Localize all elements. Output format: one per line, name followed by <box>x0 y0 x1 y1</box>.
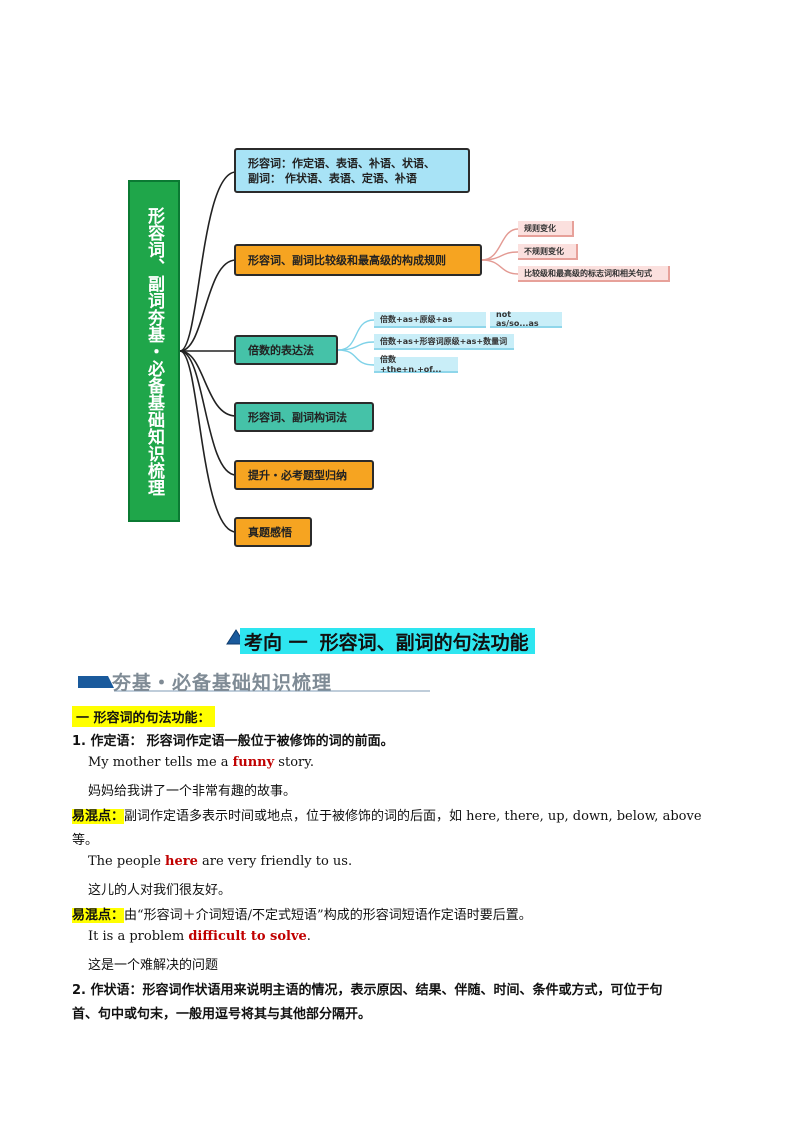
para-adverbial-line1: 2. 作状语：形容词作状语用来说明主语的情况，表示原因、结果、伴随、时间、条件或… <box>72 983 663 998</box>
example-2-translation: 这儿的人对我们很友好。 <box>88 883 232 898</box>
leaf-irregular: 不规则变化 <box>518 244 578 260</box>
node-syntax-line2: 副词： 作状语、表语、定语、补语 <box>248 171 417 185</box>
mindmap-node-syntax: 形容词：作定语、表语、补语、状语、 副词： 作状语、表语、定语、补语 <box>234 148 470 193</box>
section-title: 考向 一 形容词、副词的句法功能 <box>240 628 535 654</box>
leaf-multiple-as-quantity: 倍数+as+形容词原级+as+数量词 <box>374 334 514 350</box>
note-2-text: 由“形容词＋介词短语/不定式短语”构成的形容词短语作定语时要后置。 <box>124 908 532 923</box>
mindmap-node-comparison: 形容词、副词比较级和最高级的构成规则 <box>234 244 482 276</box>
para-attributive: 1. 作定语： 形容词作定语一般位于被修饰的词的前面。 <box>72 730 394 749</box>
note-1-cont: 等。 <box>72 833 99 848</box>
example-2-pre: The people <box>88 854 166 869</box>
example-2-post: are very friendly to us. <box>197 854 353 869</box>
mindmap-node-real-questions: 真题感悟 <box>234 517 312 547</box>
leaf-multiple-as-as: 倍数+as+原级+as <box>374 312 486 328</box>
note-2: 易混点：由“形容词＋介词短语/不定式短语”构成的形容词短语作定语时要后置。 <box>72 904 532 923</box>
example-3-translation: 这是一个难解决的问题 <box>88 958 219 973</box>
note-1: 易混点：副词作定语多表示时间或地点，位于被修饰的词的后面，如 here, the… <box>72 805 702 824</box>
example-2-key: here <box>165 854 198 869</box>
leaf-regular: 规则变化 <box>518 221 574 237</box>
note-1-label: 易混点： <box>72 809 125 824</box>
section-title-prefix: 考向 一 <box>244 631 308 654</box>
note-1-text: 副词作定语多表示时间或地点，位于被修饰的词的后面，如 here, there, … <box>124 809 702 824</box>
mindmap-connectors <box>179 171 519 533</box>
para-attributive-head: 1. 作定语： <box>72 734 143 749</box>
mindmap-node-word-formation: 形容词、副词构词法 <box>234 402 374 432</box>
example-1-key: funny <box>232 755 275 770</box>
subtitle-text: 夯基・必备基础知识梳理 <box>112 672 333 694</box>
example-1-post: story. <box>274 755 314 770</box>
example-1-translation: 妈妈给我讲了一个非常有趣的故事。 <box>88 784 297 799</box>
mindmap-node-multiples: 倍数的表达法 <box>234 335 338 365</box>
para-adverbial-line2: 首、句中或句末，一般用逗号将其与其他部分隔开。 <box>72 1007 372 1022</box>
leaf-multiple-the-of: 倍数+the+n.+of... <box>374 355 458 374</box>
example-3-key: difficult to solve <box>188 929 307 944</box>
example-3: It is a problem difficult to solve. <box>88 929 311 944</box>
section-title-text: 形容词、副词的句法功能 <box>319 631 529 654</box>
mindmap-node-question-types: 提升・必考题型归纳 <box>234 460 374 490</box>
example-3-pre: It is a problem <box>88 929 189 944</box>
mindmap-root: 形容词、副词夯基・必备基础知识梳理 <box>128 180 180 522</box>
example-1-pre: My mother tells me a <box>88 755 233 770</box>
example-3-post: . <box>306 929 311 944</box>
para-attributive-text: 形容词作定语一般位于被修饰的词的前面。 <box>146 734 394 749</box>
subtitle-banner <box>78 676 430 692</box>
leaf-markers: 比较级和最高级的标志词和相关句式 <box>518 266 670 282</box>
leaf-not-as-so-as: not as/so...as <box>490 310 562 328</box>
example-1: My mother tells me a funny story. <box>88 755 314 770</box>
node-syntax-line1: 形容词：作定语、表语、补语、状语、 <box>248 156 435 170</box>
example-2: The people here are very friendly to us. <box>88 854 352 869</box>
heading-adjective-syntax: 一 形容词的句法功能： <box>72 706 215 727</box>
note-2-label: 易混点： <box>72 908 125 923</box>
